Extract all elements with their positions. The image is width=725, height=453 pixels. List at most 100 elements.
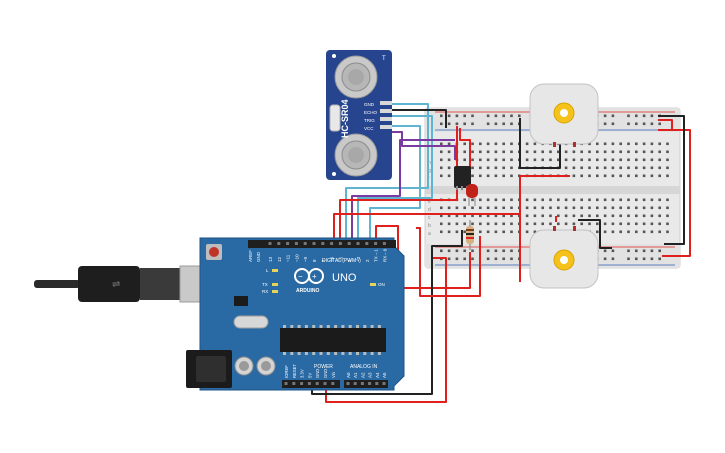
breadboard-hole[interactable] xyxy=(588,150,591,154)
breadboard-hole[interactable] xyxy=(479,158,482,162)
breadboard-hole[interactable] xyxy=(650,158,654,162)
breadboard-hole[interactable] xyxy=(510,230,513,234)
wire-red[interactable] xyxy=(658,119,673,130)
breadboard-hole[interactable] xyxy=(666,230,669,234)
breadboard-hole[interactable] xyxy=(666,198,669,202)
header-pin[interactable] xyxy=(356,242,360,245)
breadboard-hole[interactable] xyxy=(580,174,583,178)
breadboard-hole[interactable] xyxy=(627,174,630,178)
wires[interactable] xyxy=(311,103,691,403)
rail-hole[interactable] xyxy=(486,257,490,261)
rail-hole[interactable] xyxy=(627,257,630,261)
header-pin[interactable] xyxy=(365,242,369,245)
breadboard-hole[interactable] xyxy=(494,214,498,218)
breadboard-hole[interactable] xyxy=(658,206,661,210)
breadboard-hole[interactable] xyxy=(494,158,498,162)
breadboard-hole[interactable] xyxy=(572,198,576,202)
breadboard-hole[interactable] xyxy=(619,214,622,218)
breadboard-hole[interactable] xyxy=(642,166,646,170)
breadboard-hole[interactable] xyxy=(580,158,583,162)
rail-hole[interactable] xyxy=(635,257,638,261)
rail-hole[interactable] xyxy=(635,114,638,118)
breadboard-hole[interactable] xyxy=(658,150,661,154)
breadboard-hole[interactable] xyxy=(447,150,451,154)
breadboard-hole[interactable] xyxy=(463,158,466,162)
rail-hole[interactable] xyxy=(471,257,474,261)
rail-hole[interactable] xyxy=(642,257,646,261)
rail-hole[interactable] xyxy=(650,257,654,261)
breadboard-hole[interactable] xyxy=(619,158,622,162)
breadboard-hole[interactable] xyxy=(611,198,615,202)
rail-hole[interactable] xyxy=(447,122,451,126)
breadboard-hole[interactable] xyxy=(486,150,490,154)
breadboard-hole[interactable] xyxy=(518,174,521,178)
breadboard-hole[interactable] xyxy=(619,198,622,202)
breadboard-hole[interactable] xyxy=(588,206,591,210)
breadboard-hole[interactable] xyxy=(525,142,529,146)
breadboard-hole[interactable] xyxy=(510,222,513,226)
breadboard-hole[interactable] xyxy=(541,206,544,210)
breadboard-hole[interactable] xyxy=(650,150,654,154)
rail-hole[interactable] xyxy=(627,122,630,126)
rail-hole[interactable] xyxy=(502,122,505,126)
rail-hole[interactable] xyxy=(658,249,661,253)
breadboard-hole[interactable] xyxy=(611,214,615,218)
breadboard-hole[interactable] xyxy=(549,214,552,218)
rail-hole[interactable] xyxy=(642,114,646,118)
breadboard-hole[interactable] xyxy=(603,150,607,154)
breadboard-hole[interactable] xyxy=(572,206,576,210)
breadboard-hole[interactable] xyxy=(627,158,630,162)
sensor-pins[interactable] xyxy=(380,101,392,129)
breadboard-hole[interactable] xyxy=(635,174,638,178)
breadboard-hole[interactable] xyxy=(486,206,490,210)
breadboard-hole[interactable] xyxy=(611,174,615,178)
resistor[interactable] xyxy=(466,220,474,250)
breadboard-hole[interactable] xyxy=(479,214,482,218)
breadboard-hole[interactable] xyxy=(510,206,513,210)
breadboard-hole[interactable] xyxy=(471,198,474,202)
rail-hole[interactable] xyxy=(502,257,505,261)
dc-motor-bottom[interactable] xyxy=(529,226,599,289)
breadboard-hole[interactable] xyxy=(603,206,607,210)
breadboard-hole[interactable] xyxy=(588,222,591,226)
rail-hole[interactable] xyxy=(510,249,513,253)
wire-red[interactable] xyxy=(658,129,691,257)
breadboard-hole[interactable] xyxy=(642,158,646,162)
rail-hole[interactable] xyxy=(463,114,466,118)
breadboard-hole[interactable] xyxy=(541,198,544,202)
breadboard-hole[interactable] xyxy=(611,142,615,146)
breadboard-hole[interactable] xyxy=(603,142,607,146)
breadboard-hole[interactable] xyxy=(658,166,661,170)
breadboard-hole[interactable] xyxy=(510,142,513,146)
header-pin[interactable] xyxy=(315,382,319,385)
wire-black[interactable] xyxy=(519,118,561,169)
breadboard-hole[interactable] xyxy=(580,166,583,170)
breadboard-hole[interactable] xyxy=(510,158,513,162)
breadboard-hole[interactable] xyxy=(642,198,646,202)
rail-hole[interactable] xyxy=(455,122,459,126)
breadboard-hole[interactable] xyxy=(533,142,537,146)
power-header[interactable] xyxy=(282,380,340,388)
breadboard-hole[interactable] xyxy=(440,222,443,226)
rail-hole[interactable] xyxy=(463,122,466,126)
rail-hole[interactable] xyxy=(502,114,505,118)
rail-hole[interactable] xyxy=(627,249,630,253)
breadboard-hole[interactable] xyxy=(635,222,638,226)
wire-purple[interactable] xyxy=(392,131,456,160)
breadboard-hole[interactable] xyxy=(588,158,591,162)
breadboard-hole[interactable] xyxy=(611,230,615,234)
breadboard-hole[interactable] xyxy=(447,206,451,210)
rail-hole[interactable] xyxy=(635,249,638,253)
breadboard-hole[interactable] xyxy=(471,158,474,162)
rail-hole[interactable] xyxy=(502,249,505,253)
breadboard-hole[interactable] xyxy=(533,214,537,218)
rail-hole[interactable] xyxy=(611,257,615,261)
breadboard-hole[interactable] xyxy=(557,150,560,154)
breadboard-hole[interactable] xyxy=(627,214,630,218)
breadboard-hole[interactable] xyxy=(463,222,466,226)
header-pin[interactable] xyxy=(382,382,386,385)
breadboard-hole[interactable] xyxy=(658,142,661,146)
breadboard-hole[interactable] xyxy=(463,150,466,154)
rail-hole[interactable] xyxy=(510,257,513,261)
header-pin[interactable] xyxy=(368,382,372,385)
